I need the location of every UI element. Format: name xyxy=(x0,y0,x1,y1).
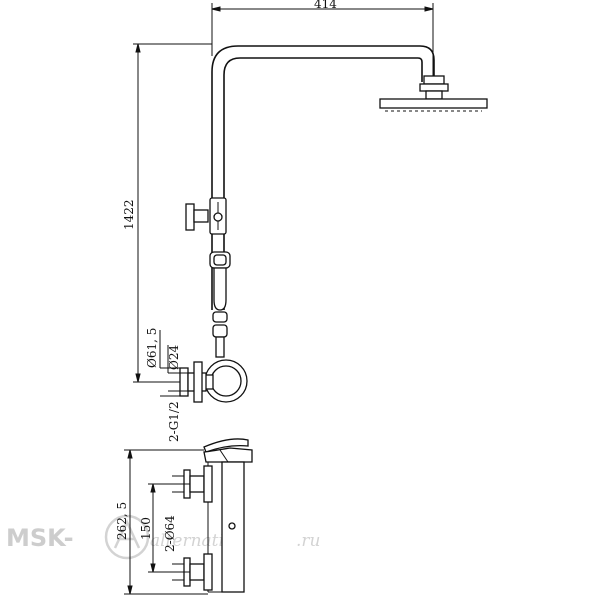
dimension-dia-bottom: 2-Ø64 xyxy=(163,515,177,552)
diverter-knob xyxy=(185,197,227,235)
shower-riser-pipe xyxy=(211,45,435,310)
watermark: MSK- alternativa .ru xyxy=(6,514,320,560)
dimension-width-label: 414 xyxy=(314,0,337,11)
mixer-valve xyxy=(183,438,253,593)
dimension-spacing: 150 xyxy=(139,517,153,540)
watermark-brand: MSK- xyxy=(6,524,74,552)
wall-bracket xyxy=(204,359,248,403)
sliding-holder xyxy=(209,251,231,269)
dimension-height: 1422 xyxy=(122,43,212,383)
dimension-dia-inner: Ø24 xyxy=(167,345,181,370)
dimension-width: 414 xyxy=(211,0,434,78)
dimension-mixer: 262, 5 150 2-Ø64 xyxy=(115,449,208,595)
dimension-mixer-height: 262, 5 xyxy=(115,502,129,540)
dimension-diameters: Ø61, 5 Ø24 2-G1/2 xyxy=(145,328,181,442)
top-wall-connection xyxy=(160,361,207,403)
watermark-logo-icon xyxy=(104,514,150,560)
rain-shower-head xyxy=(379,75,488,112)
hand-shower xyxy=(212,267,228,358)
dimension-dia-outer: Ø61, 5 xyxy=(145,328,159,368)
watermark-suffix: .ru xyxy=(296,531,320,551)
dimension-thread: 2-G1/2 xyxy=(167,401,181,442)
watermark-sub: alternativa xyxy=(150,531,244,551)
dimension-height-label: 1422 xyxy=(122,199,136,230)
